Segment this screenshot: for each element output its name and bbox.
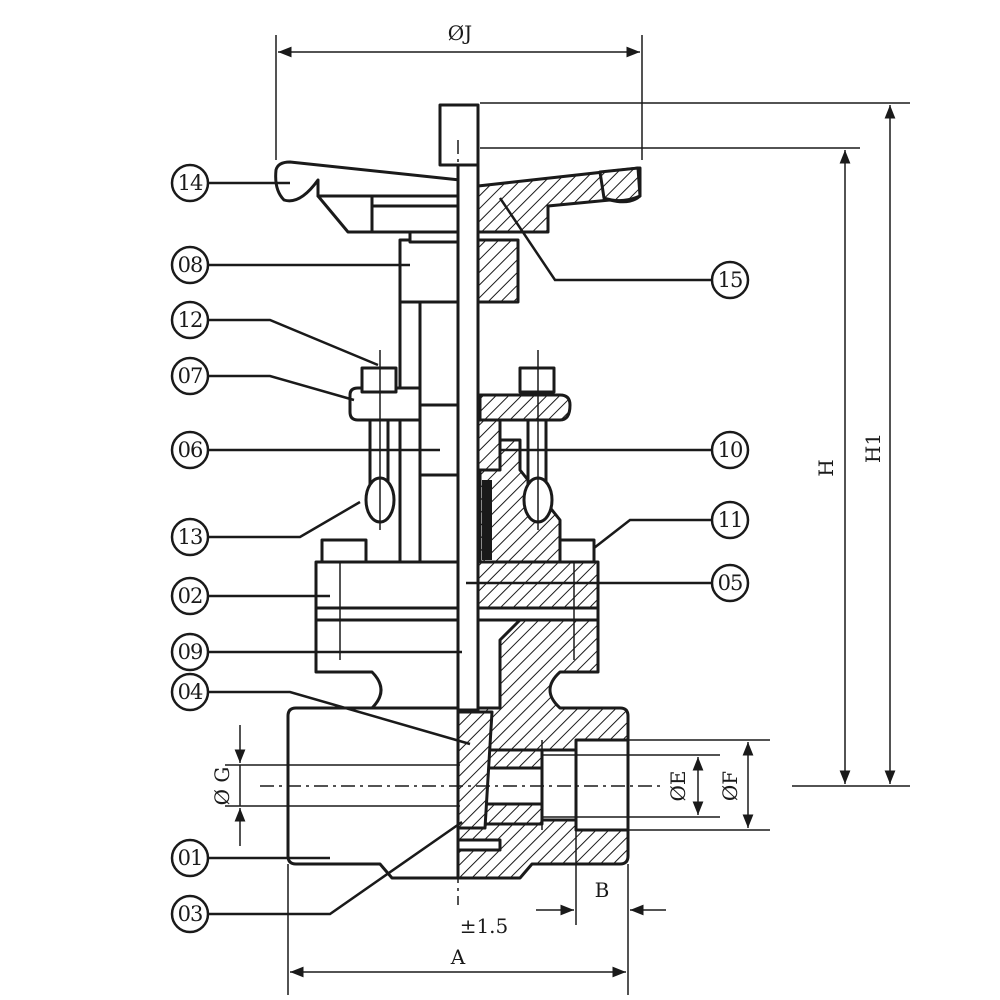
svg-text:09: 09 xyxy=(178,640,203,664)
dim-label-h1: H1 xyxy=(861,433,885,463)
dim-label-a: A xyxy=(450,945,466,969)
svg-text:07: 07 xyxy=(178,364,203,388)
dimensions xyxy=(225,35,910,995)
balloon-06: 06 xyxy=(170,430,210,470)
balloon-15: 15 xyxy=(710,260,750,300)
packing xyxy=(482,480,492,560)
dim-label-h: H xyxy=(814,459,838,476)
leader-lines xyxy=(208,181,712,916)
svg-text:13: 13 xyxy=(178,525,203,549)
gland-flange xyxy=(348,386,572,477)
svg-text:02: 02 xyxy=(178,584,203,608)
svg-text:06: 06 xyxy=(178,438,203,462)
balloon-02: 02 xyxy=(170,576,210,616)
balloon-10: 10 xyxy=(710,430,750,470)
balloon-05: 05 xyxy=(710,563,750,603)
svg-text:05: 05 xyxy=(718,571,743,595)
balloon-01: 01 xyxy=(170,838,210,878)
dim-label-e: ØE xyxy=(666,771,690,802)
balloon-09: 09 xyxy=(170,632,210,672)
svg-text:11: 11 xyxy=(718,508,743,532)
svg-text:10: 10 xyxy=(718,438,743,462)
handwheel xyxy=(274,160,642,234)
svg-text:03: 03 xyxy=(178,902,203,926)
dim-label-tolerance: ±1.5 xyxy=(460,914,509,938)
balloon-08: 08 xyxy=(170,245,210,285)
dim-label-g: Ø G xyxy=(210,767,234,806)
balloon-04: 04 xyxy=(170,672,210,712)
balloon-03: 03 xyxy=(170,894,210,934)
dim-label-b: B xyxy=(595,878,610,902)
svg-text:08: 08 xyxy=(178,253,203,277)
svg-text:12: 12 xyxy=(178,308,203,332)
balloon-07: 07 xyxy=(170,356,210,396)
dim-label-f: ØF xyxy=(718,771,742,801)
svg-text:04: 04 xyxy=(178,680,203,704)
balloon-13: 13 xyxy=(170,517,210,557)
svg-text:01: 01 xyxy=(178,846,203,870)
balloon-11: 11 xyxy=(710,500,750,540)
balloon-12: 12 xyxy=(170,300,210,340)
svg-text:14: 14 xyxy=(178,171,203,195)
balloon-14: 14 xyxy=(170,163,210,203)
svg-text:15: 15 xyxy=(718,268,743,292)
eye-bolts xyxy=(360,350,556,530)
dim-label-j: ØJ xyxy=(448,21,472,45)
stem xyxy=(438,103,480,712)
